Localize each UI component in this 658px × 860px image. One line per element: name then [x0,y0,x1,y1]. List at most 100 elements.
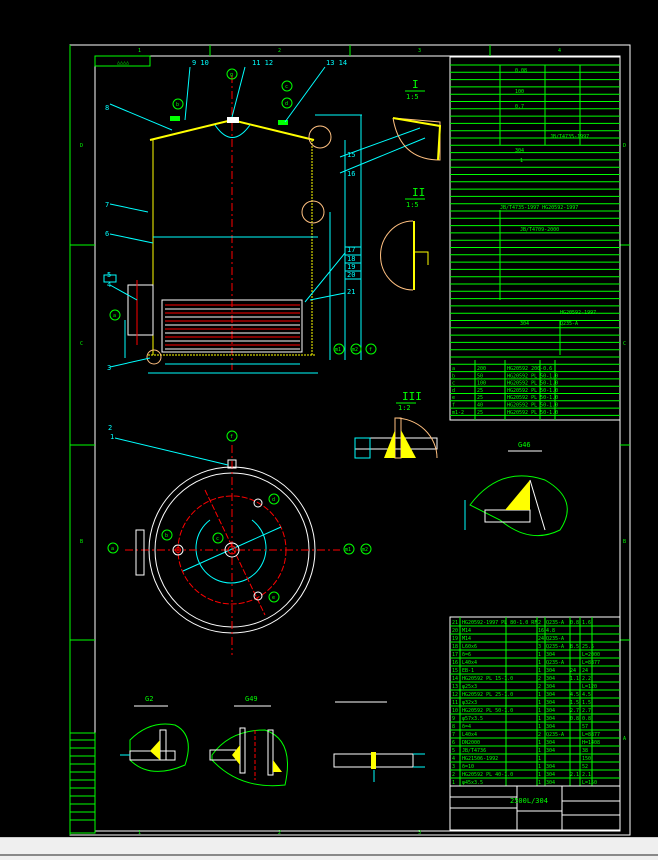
balloon-label: c [216,536,219,542]
nozzle-cell: 200 [477,366,486,372]
detail-G49[interactable]: G49 [209,695,288,787]
design-value: 304 [520,321,529,327]
design-value: JB/T4735-1997 [550,134,589,140]
balloon-label: m2 [352,347,358,353]
detail-G46[interactable]: G46 [464,441,568,537]
nozzle-cell: b [452,373,455,379]
row-label: D [80,143,83,149]
parts-cell: L=120 [582,684,597,690]
nozzle-cell: 50 [477,373,483,379]
nozzle-cell: 25 [477,395,483,401]
nozzle-cell: e [452,395,455,401]
parts-cell: 304 [546,748,555,754]
parts-cell: 0.8 [570,716,579,722]
parts-cell: M14 [462,636,471,642]
design-value: JB/T4735-1997 HG20592-1997 [500,205,578,211]
part-number: 17 [347,246,355,254]
parts-cell: φ25x3 [462,684,477,690]
parts-cell: 1.5 [582,700,591,706]
parts-cell: 2 [452,772,455,778]
parts-cell: 8 [452,724,455,730]
nozzle-cell: HG20592 PL 50-1.0 [507,403,558,409]
part-number: 8 [105,104,109,112]
parts-cell: HG21506-1992 [462,756,498,762]
parts-cell: φ57x3.5 [462,716,483,722]
nozzle-cell: 25 [477,410,483,416]
parts-cell: 2.1 [582,772,591,778]
parts-cell: 18 [452,644,458,650]
detail-scale: 1:5 [406,93,419,101]
balloon-label: a [113,313,116,319]
part-number: 16 [347,170,355,178]
design-value: 0.08 [515,68,527,74]
parts-cell: 20 [452,628,458,634]
parts-cell: 1 [538,740,541,746]
detail-I[interactable]: I 1:5 [392,78,442,161]
row-label: B [80,539,83,545]
balloon-label: b [165,533,168,539]
parts-cell: 2 [538,676,541,682]
detail-label: III [402,390,422,403]
parts-cell: 15 [452,668,458,674]
detail-label: I [412,78,419,91]
parts-cell: HG20592 PL 50-1.0 [462,708,513,714]
parts-cell: 1 [538,700,541,706]
balloon-label: m1 [345,547,351,553]
detail-G2[interactable]: G2 [120,695,189,772]
vessel-plan-view[interactable]: 2 1 f d b c a m1 m2 e [107,424,372,655]
parts-cell: Q235-A [546,732,564,738]
parts-cell: 4.5 [570,692,579,698]
column-label: 1 [138,830,141,836]
nozzle-cell: HG20592 PL 50-1.0 [507,395,558,401]
balloon-label: f [230,434,233,440]
design-data-table [449,56,621,421]
drawing-frame: 1 2 3 4 1 2 3 D C B D C B A △△△△ [69,44,631,836]
parts-cell: JB/T4736 [462,748,486,754]
parts-cell: 57 [582,724,588,730]
nozzle-cell: m1-2 [452,410,464,416]
nozzle-cell: 25 [477,388,483,394]
design-value: JB/T4709-2000 [520,227,559,233]
detail-III[interactable]: III 1:2 [354,390,438,459]
part-number: 4 [107,281,111,289]
parts-cell: 38 [582,748,588,754]
parts-cell: 13 [452,684,458,690]
part-number: 15 [347,151,355,159]
parts-cell: 14 [452,676,458,682]
balloon-label: m1 [335,347,341,353]
nozzle-cell: f [452,403,455,409]
left-strip-table [69,732,96,834]
parts-cell: 304 [546,780,555,786]
part-number: 13 14 [326,59,347,67]
cad-drawing-canvas[interactable]: 1 2 3 4 1 2 3 D C B D C B A △△△△ [0,0,658,837]
parts-cell: 3 [452,764,455,770]
parts-cell: Q235-A [546,660,564,666]
vessel-elevation-view[interactable]: 8 7 6 5 4 3 9 10 11 12 13 14 15 16 17 18… [103,59,426,374]
parts-cell: EB-1 [462,668,474,674]
drawing-number: 2500L/304 [510,797,548,805]
parts-cell: 24 [582,668,588,674]
part-number: 5 [107,271,111,279]
row-label: C [623,341,626,347]
revision-marks: △△△△ [117,60,129,66]
parts-cell: HG20592 PL 40-1.0 [462,772,513,778]
design-value: 100 [515,89,524,95]
parts-cell: φ32x3 [462,700,477,706]
parts-cell: 1 [452,780,455,786]
parts-cell: 21 [452,620,458,626]
balloon-label: c [285,84,288,90]
part-number: 7 [105,201,109,209]
detail-plate-joint[interactable] [333,701,425,782]
detail-II[interactable]: II 1:5 [380,186,429,291]
parts-cell: 6 [452,740,455,746]
parts-cell: 2.7 [582,708,591,714]
balloon-label: m2 [362,547,368,553]
part-number: 19 [347,263,355,271]
parts-cell: 1 [538,756,541,762]
scrollbar-track[interactable] [0,854,658,856]
parts-cell: 0.8 [570,620,579,626]
parts-cell: 1 [538,652,541,658]
parts-cell: 2 [538,732,541,738]
parts-cell: H=1408 [582,740,600,746]
parts-cell: L=150 [582,780,597,786]
